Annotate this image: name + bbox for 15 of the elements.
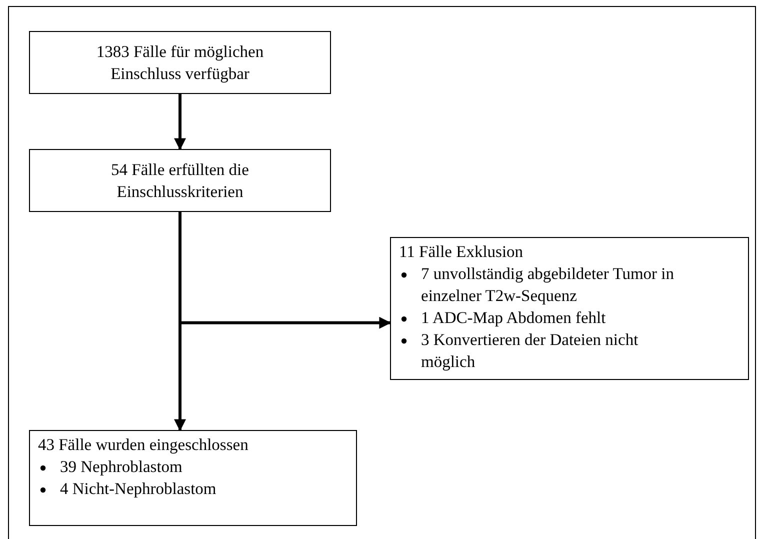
process-box: [29, 31, 331, 94]
box-heading: 43 Fälle wurden eingeschlossen: [38, 434, 250, 456]
process-box: [29, 430, 357, 526]
arrow: [178, 212, 392, 329]
list-item-text: 1 ADC-Map Abdomen fehlt: [421, 307, 606, 329]
list-item-text: 4 Nicht-Nephroblastom: [60, 478, 216, 500]
box-heading: 1383 Fälle für möglichen Einschluss verfügbar: [95, 40, 265, 84]
arrow: [174, 94, 186, 150]
list-item-text: 39 Nephroblastom: [60, 456, 182, 478]
process-box: [390, 237, 749, 380]
list-item-text: 3 Konvertieren der Dateien nicht möglich: [421, 329, 640, 373]
box-heading: 54 Fälle erfüllten die Einschlusskriterien: [110, 158, 250, 202]
process-box: [29, 149, 331, 212]
list-item-text: 7 unvollständig abgebildeter Tumor in einzelner T2w-Sequenz: [421, 263, 675, 307]
box-heading: 11 Fälle Exklusion: [399, 241, 524, 263]
